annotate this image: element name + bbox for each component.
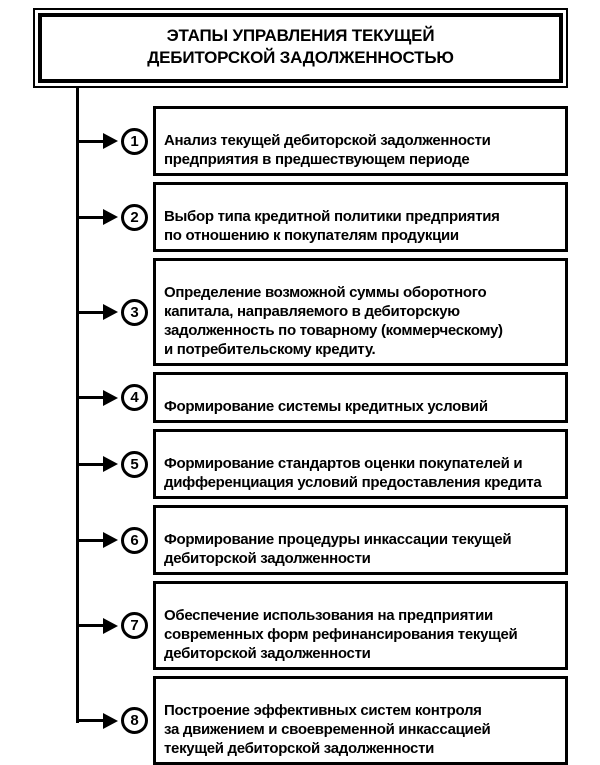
step-row: 1 Анализ текущей дебиторской задолженнос… [78,106,568,176]
step-text: Формирование системы кредитных условий [164,398,488,415]
step-box: Формирование системы кредитных условий [153,372,568,423]
title-box: ЭТАПЫ УПРАВЛЕНИЯ ТЕКУЩЕЙ ДЕБИТОРСКОЙ ЗАД… [33,8,568,88]
arrow-line [78,396,103,399]
step-box: Формирование стандартов оценки покупател… [153,429,568,499]
flow-trunk-line [76,88,79,723]
step-number-circle: 6 [121,526,148,554]
branch-arrow [78,617,118,634]
step-number-circle: 7 [121,612,148,639]
arrow-head-icon [103,532,118,548]
step-number: 7 [130,617,139,634]
step-row: 4 Формирование системы кредитных условий [78,372,568,423]
step-text: Выбор типа кредитной политики предприяти… [164,208,500,244]
step-text: Построение эффективных систем контроля з… [164,702,491,757]
arrow-head-icon [103,389,118,406]
step-text: Формирование стандартов оценки покупател… [164,455,542,491]
step-box: Обеспечение использования на предприятии… [153,581,568,670]
step-row: 8 Построение эффективных систем контроля… [78,676,568,765]
step-row: 5 Формирование стандартов оценки покупат… [78,429,568,499]
page-title: ЭТАПЫ УПРАВЛЕНИЯ ТЕКУЩЕЙ ДЕБИТОРСКОЙ ЗАД… [38,13,563,83]
step-number: 2 [130,208,139,226]
step-number: 1 [130,132,139,150]
arrow-head-icon [103,712,118,729]
arrow-head-icon [103,456,118,472]
arrow-head-icon [103,209,118,225]
step-number-circle: 4 [121,384,148,411]
arrow-head-icon [103,133,118,149]
arrow-line [78,215,103,219]
step-box: Выбор типа кредитной политики предприяти… [153,182,568,252]
step-row: 2 Выбор типа кредитной политики предприя… [78,182,568,252]
step-text: Определение возможной суммы оборотного к… [164,284,503,358]
step-number-circle: 5 [121,450,148,478]
step-number: 5 [130,455,139,473]
step-number-circle: 3 [121,298,148,326]
step-box: Формирование процедуры инкассации текуще… [153,505,568,575]
branch-arrow [78,304,118,320]
branch-arrow [78,712,118,729]
step-row: 7 Обеспечение использования на предприят… [78,581,568,670]
receivables-management-flowchart: ЭТАПЫ УПРАВЛЕНИЯ ТЕКУЩЕЙ ДЕБИТОРСКОЙ ЗАД… [0,8,600,765]
step-number: 4 [130,389,139,406]
arrow-line [78,310,103,314]
arrow-head-icon [103,617,118,634]
branch-arrow [78,389,118,406]
arrow-head-icon [103,304,118,320]
branch-arrow [78,133,118,149]
step-text: Обеспечение использования на предприятии… [164,607,518,662]
step-row: 3 Определение возможной суммы оборотного… [78,258,568,366]
step-box: Построение эффективных систем контроля з… [153,676,568,765]
step-number-circle: 2 [121,203,148,231]
step-number: 6 [130,531,139,549]
branch-arrow [78,209,118,225]
arrow-line [78,139,103,143]
branch-arrow [78,532,118,548]
arrow-line [78,624,103,627]
step-number-circle: 1 [121,127,148,155]
step-number-circle: 8 [121,707,148,734]
step-box: Анализ текущей дебиторской задолженности… [153,106,568,176]
step-text: Анализ текущей дебиторской задолженности… [164,132,491,168]
step-number: 8 [130,712,139,729]
arrow-line [78,538,103,542]
step-row: 6 Формирование процедуры инкассации теку… [78,505,568,575]
branch-arrow [78,456,118,472]
steps-container: 1 Анализ текущей дебиторской задолженнос… [0,88,600,765]
arrow-line [78,462,103,466]
step-number: 3 [130,303,139,321]
step-text: Формирование процедуры инкассации текуще… [164,531,512,567]
arrow-line [78,719,103,722]
step-box: Определение возможной суммы оборотного к… [153,258,568,366]
